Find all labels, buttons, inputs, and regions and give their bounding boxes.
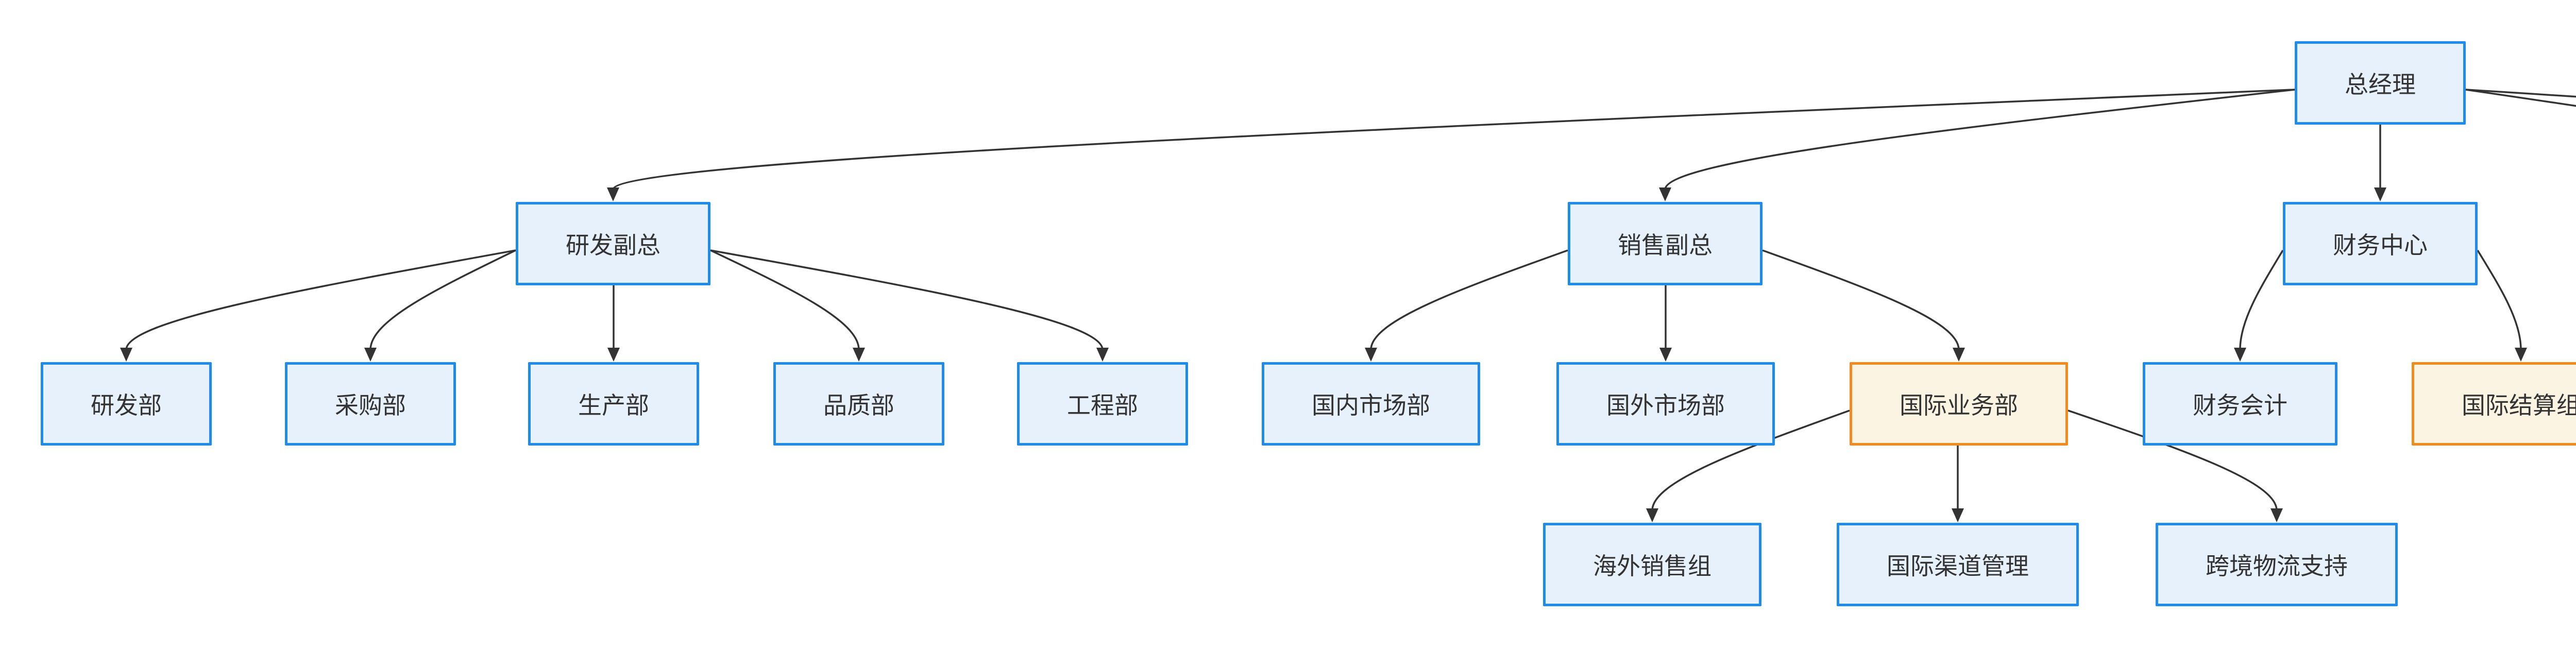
arrowhead-intl-channel — [1952, 508, 1964, 522]
org-node-intl-business[interactable]: 国际业务部 — [1850, 362, 2068, 446]
edge-finance-center-to-finance-accounting — [2239, 250, 2284, 350]
edge-ceo-to-strategy-dev — [2465, 89, 2576, 98]
arrowhead-purchasing-dept — [364, 348, 377, 362]
edge-sales-vp-to-intl-business — [1762, 249, 1960, 350]
org-node-cross-border-logistics[interactable]: 跨境物流支持 — [2156, 523, 2398, 606]
org-node-rd-dept[interactable]: 研发部 — [41, 362, 212, 446]
arrowhead-finance-accounting — [2234, 348, 2246, 362]
edge-rd-vp-to-rd-dept — [125, 249, 516, 350]
edge-ceo-to-admin-hr — [2465, 89, 2576, 107]
arrowhead-finance-center — [2374, 187, 2386, 201]
org-node-engineering-dept[interactable]: 工程部 — [1017, 362, 1188, 446]
edge-finance-center-to-intl-settlement — [2477, 250, 2522, 350]
arrowhead-overseas-sales — [1646, 508, 1658, 522]
org-node-ceo[interactable]: 总经理 — [2295, 41, 2466, 125]
edge-sales-vp-to-domestic-market — [1370, 249, 1568, 350]
org-node-overseas-sales[interactable]: 海外销售组 — [1543, 523, 1761, 606]
edge-rd-vp-to-quality-dept — [710, 249, 860, 350]
org-node-sales-vp[interactable]: 销售副总 — [1568, 202, 1762, 285]
arrowhead-rd-dept — [120, 348, 132, 362]
org-node-overseas-market[interactable]: 国外市场部 — [1556, 362, 1775, 446]
edge-rd-vp-to-purchasing-dept — [369, 249, 516, 350]
org-node-domestic-market[interactable]: 国内市场部 — [1262, 362, 1480, 446]
org-node-quality-dept[interactable]: 品质部 — [773, 362, 944, 446]
org-node-purchasing-dept[interactable]: 采购部 — [285, 362, 456, 446]
org-node-production-dept[interactable]: 生产部 — [528, 362, 699, 446]
org-node-intl-settlement[interactable]: 国际结算组 — [2412, 362, 2576, 446]
arrowhead-sales-vp — [1659, 187, 1671, 201]
arrowhead-quality-dept — [853, 348, 865, 362]
arrowhead-overseas-market — [1659, 348, 1672, 362]
org-node-rd-vp[interactable]: 研发副总 — [516, 202, 710, 285]
org-node-finance-center[interactable]: 财务中心 — [2283, 202, 2478, 285]
org-node-finance-accounting[interactable]: 财务会计 — [2143, 362, 2337, 446]
edge-rd-vp-to-engineering-dept — [710, 249, 1104, 350]
arrowhead-production-dept — [607, 348, 620, 362]
arrowhead-domestic-market — [1365, 348, 1377, 362]
arrowhead-engineering-dept — [1096, 348, 1109, 362]
arrowhead-rd-vp — [607, 187, 619, 201]
edge-ceo-to-sales-vp — [1664, 89, 2295, 190]
arrowhead-intl-settlement — [2515, 348, 2527, 362]
org-node-intl-channel[interactable]: 国际渠道管理 — [1837, 523, 2079, 606]
edge-ceo-to-rd-vp — [612, 89, 2295, 190]
arrowhead-cross-border-logistics — [2270, 508, 2283, 522]
arrowhead-intl-business — [1953, 348, 1965, 362]
